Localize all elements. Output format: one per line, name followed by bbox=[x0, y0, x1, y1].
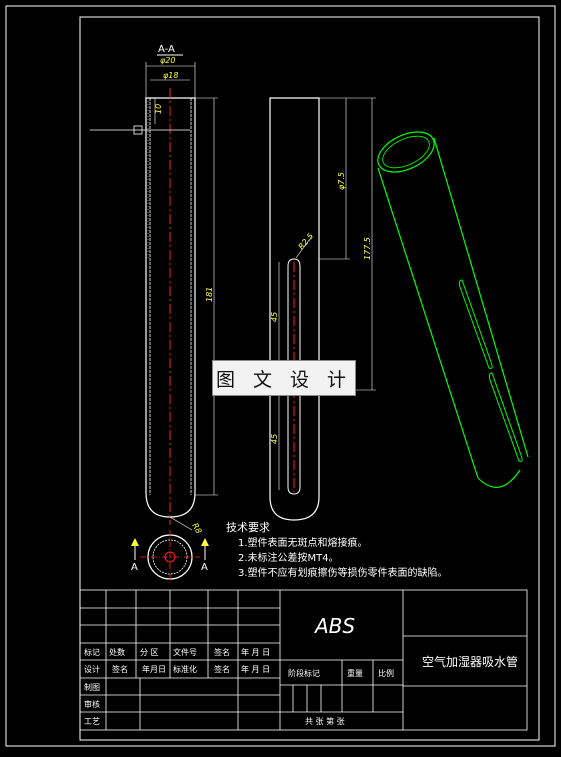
inner-frame bbox=[79, 16, 540, 741]
tb-revision-4: 签名 bbox=[214, 647, 230, 657]
tb-design-5: 年 月 日 bbox=[241, 664, 270, 674]
tech-item-3: 3.塑件不应有划痕擦伤等损伤零件表面的缺陷。 bbox=[238, 566, 448, 579]
tb-revision-0: 标记 bbox=[84, 647, 100, 657]
tb-revision-3: 文件号 bbox=[173, 647, 197, 657]
dim-slot-lower: 45 bbox=[270, 434, 279, 444]
tech-requirements: 技术要求 1.塑件表面无斑点和熔接痕。 2.未标注公差按MT4。 3.塑件不应有… bbox=[226, 521, 448, 579]
tb-stage-mark: 阶段标记 bbox=[288, 668, 320, 678]
section-marker-left: A bbox=[131, 562, 138, 573]
dim-outer-diameter: φ20 bbox=[160, 56, 175, 65]
tb-design-3: 标准化 bbox=[173, 664, 197, 674]
tb-sheets: 共 张 第 张 bbox=[305, 716, 345, 726]
tb-review: 审核 bbox=[84, 699, 100, 709]
tb-design-2: 年月日 bbox=[142, 664, 166, 674]
dim-hole-diameter: φ7.5 bbox=[337, 172, 346, 190]
front-view: φ7.5 177.5 R2.5 45 45 bbox=[269, 97, 376, 521]
tech-item-2: 2.未标注公差按MT4。 bbox=[238, 551, 339, 564]
tech-item-1: 1.塑件表面无斑点和熔接痕。 bbox=[238, 536, 368, 549]
dim-overall-length: 177.5 bbox=[363, 237, 372, 260]
tech-title: 技术要求 bbox=[226, 521, 270, 534]
tb-design-4: 签名 bbox=[214, 664, 230, 674]
section-marker-right: A bbox=[201, 562, 208, 573]
section-label: A-A bbox=[158, 44, 175, 55]
dim-bottom-radius: R8 bbox=[190, 522, 203, 536]
section-view: A-A φ20 φ18 10 181 R8 bbox=[90, 44, 218, 535]
tb-weight: 重量 bbox=[347, 668, 363, 678]
dim-slot-radius: R2.5 bbox=[297, 231, 316, 251]
tb-scale: 比例 bbox=[378, 668, 394, 678]
dim-slot-upper: 45 bbox=[270, 312, 279, 322]
part-name: 空气加湿器吸水管 bbox=[422, 654, 518, 669]
dim-length: 181 bbox=[205, 287, 214, 302]
tb-revision-1: 处数 bbox=[109, 647, 125, 657]
title-block bbox=[79, 589, 528, 731]
tb-draw: 制图 bbox=[84, 682, 100, 692]
outer-frame bbox=[5, 5, 556, 747]
dim-inner-diameter: φ18 bbox=[163, 71, 178, 80]
tb-revision-2: 分 区 bbox=[140, 648, 159, 657]
watermark-stamp: 图 文 设 计 bbox=[212, 360, 356, 396]
end-view: A A bbox=[131, 530, 209, 584]
tb-design-0: 设计 bbox=[84, 664, 100, 674]
isometric-view bbox=[377, 131, 529, 488]
tb-design-1: 签名 bbox=[112, 664, 128, 674]
tb-revision-5: 年 月 日 bbox=[241, 647, 270, 657]
tb-process: 工艺 bbox=[84, 717, 100, 726]
dim-top-gap: 10 bbox=[154, 104, 163, 114]
material-label: ABS bbox=[313, 614, 355, 638]
